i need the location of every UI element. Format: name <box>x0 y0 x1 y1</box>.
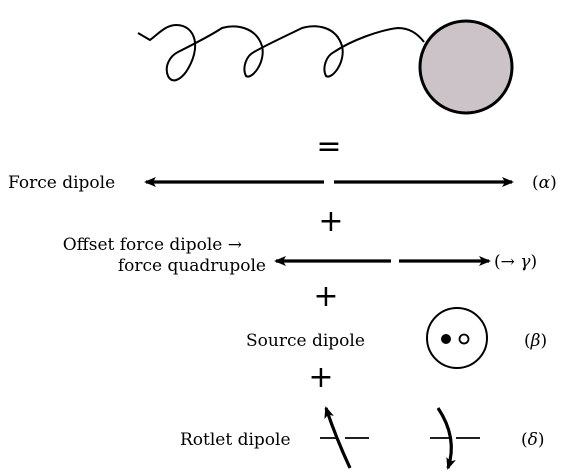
tag-delta: (δ) <box>521 430 545 450</box>
plus-sign-3: + <box>308 360 333 395</box>
rotlet-right <box>430 407 480 470</box>
plus-sign-2: + <box>313 279 338 314</box>
source-dipole-label: Source dipole <box>246 331 365 351</box>
helical-swimmer <box>137 19 514 115</box>
cell-body <box>418 19 514 115</box>
rotlet-left <box>320 406 369 469</box>
source-dipole-circle <box>426 307 488 369</box>
source-dot-filled <box>441 334 451 344</box>
tag-beta: (β) <box>524 331 547 351</box>
rotlet-dipole-label: Rotlet dipole <box>180 430 291 450</box>
force-quadrupole-label: force quadrupole <box>118 256 266 276</box>
offset-force-dipole-label: Offset force dipole → <box>63 235 242 255</box>
helix-tail <box>137 23 425 82</box>
tag-gamma: (→ γ) <box>494 252 537 272</box>
force-dipole-label: Force dipole <box>8 173 115 193</box>
sink-dot-open <box>458 333 470 345</box>
plus-sign-1: + <box>318 204 343 239</box>
tag-alpha: (α) <box>532 173 557 193</box>
equals-sign: = <box>316 129 341 164</box>
